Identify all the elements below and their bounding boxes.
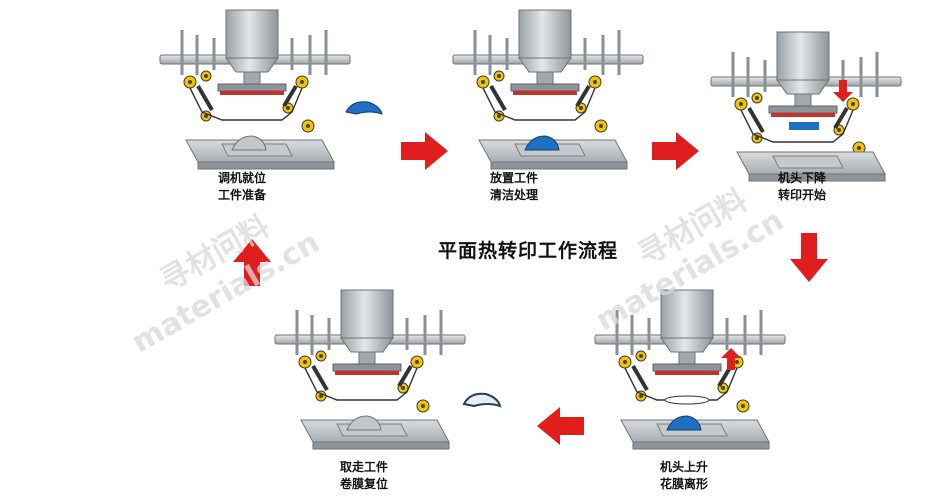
step-5-machine xyxy=(273,288,467,450)
step-5-caption: 取走工件卷膜复位 xyxy=(340,460,389,491)
diagram-title: 平面热转印工作流程 xyxy=(438,240,619,262)
arrow-right-icon xyxy=(401,132,448,170)
step-5-workpiece xyxy=(463,392,501,407)
step-1-workpiece xyxy=(345,101,383,115)
step-1-machine xyxy=(158,8,352,170)
step-3-machine xyxy=(709,30,903,182)
arrow-down-icon xyxy=(790,233,828,282)
arrow-right-icon xyxy=(652,132,699,170)
step-2-machine xyxy=(451,8,645,170)
step-4-caption: 机头上升花膜离形 xyxy=(660,460,709,491)
step-1-caption: 调机就位工件准备 xyxy=(218,171,267,202)
arrow-up-icon xyxy=(233,239,271,286)
step-2-caption: 放置工件清洁处理 xyxy=(490,171,539,202)
step-4-machine xyxy=(593,288,787,450)
step-3-caption: 机头下降转印开始 xyxy=(778,171,827,202)
arrow-left-icon xyxy=(537,407,584,445)
